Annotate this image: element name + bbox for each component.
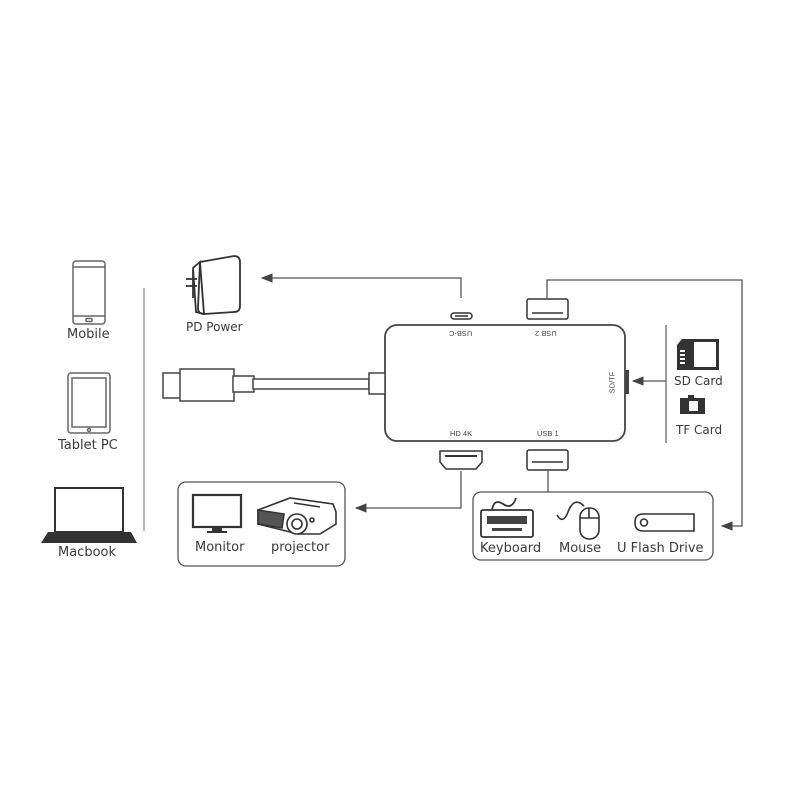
- macbook-icon: [41, 487, 137, 543]
- sd-card-icon: [677, 339, 719, 370]
- sd-tf-port-label: SD/TF: [607, 371, 617, 394]
- usb2-route-line: [546, 279, 743, 531]
- monitor-label: Monitor: [195, 540, 245, 555]
- mobile-label: Mobile: [67, 327, 110, 342]
- mouse-label: Mouse: [559, 541, 602, 556]
- macbook-label: Macbook: [58, 545, 117, 560]
- mobile-icon: [72, 260, 106, 325]
- pd-power-label: PD Power: [186, 320, 243, 334]
- usb-1-port-icon: [526, 449, 569, 471]
- tf-card-icon: [680, 395, 705, 414]
- mouse-icon: [556, 501, 600, 540]
- hd-4k-port-label: HD 4K: [450, 429, 473, 438]
- hdmi-display-arrow: [354, 471, 462, 513]
- usb-c-port-icon: [450, 312, 473, 320]
- hub-body: [384, 324, 626, 442]
- monitor-icon: [191, 493, 243, 533]
- projector-label: projector: [271, 540, 330, 555]
- sd-card-label: SD Card: [674, 374, 723, 388]
- flash-drive-label: U Flash Drive: [617, 541, 704, 556]
- projector-icon: [257, 497, 337, 535]
- hdmi-port-icon: [439, 450, 483, 470]
- usb-c-port-label: USB-C: [449, 329, 473, 338]
- usb-2-port-icon: [526, 298, 569, 320]
- usb-c-cable: [162, 368, 386, 402]
- usb-group-box: [472, 491, 714, 561]
- tablet-icon: [67, 372, 111, 434]
- power-adapter-icon: [186, 255, 241, 316]
- usbc-power-arrow: [260, 273, 462, 298]
- display-group-box: [177, 481, 346, 567]
- tablet-label: Tablet PC: [58, 438, 118, 453]
- usb-1-port-label: USB 1: [537, 429, 559, 438]
- tf-card-label: TF Card: [676, 423, 723, 437]
- keyboard-icon: [480, 497, 534, 538]
- keyboard-label: Keyboard: [480, 541, 542, 556]
- flash-drive-icon: [634, 513, 695, 532]
- usb-2-port-label: USB 2: [535, 329, 557, 338]
